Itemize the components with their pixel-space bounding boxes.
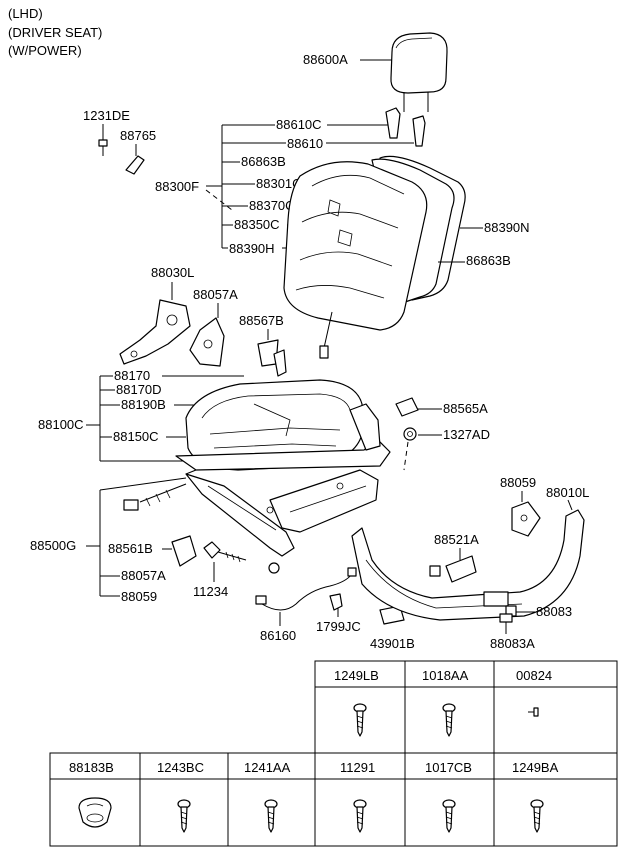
recliner-cover-drawing: [189, 317, 225, 367]
seat-back-drawing: [283, 155, 466, 359]
label-88600a: 88600A: [303, 52, 348, 67]
label-88370c: 88370C: [249, 198, 295, 213]
label-88765: 88765: [120, 128, 156, 143]
label-88500g: 88500G: [30, 538, 76, 553]
label-88170: 88170: [114, 368, 150, 383]
bolt-11234-drawing: [203, 541, 247, 563]
track-cable-drawing: [123, 483, 187, 511]
label-88521a: 88521A: [434, 532, 479, 547]
screw-icon: [530, 799, 544, 833]
label-88083: 88083: [536, 604, 572, 619]
screw-icon: [442, 703, 456, 737]
label-88565a: 88565A: [443, 401, 488, 416]
label-88390n: 88390N: [484, 220, 530, 235]
table-bottom-header-5: 1017CB: [425, 760, 472, 775]
nut-1327ad-drawing: [403, 427, 417, 441]
label-88059-side: 88059: [500, 475, 536, 490]
label-88610c: 88610C: [276, 117, 322, 132]
screw-icon: [353, 703, 367, 737]
table-bottom-header-4: 11291: [340, 760, 375, 775]
table-top-header-1: 1249LB: [334, 668, 379, 683]
label-88059-track: 88059: [121, 589, 157, 604]
label-88100c: 88100C: [38, 417, 84, 432]
table-top-header-3: 00824: [516, 668, 552, 683]
label-88350c: 88350C: [234, 217, 280, 232]
label-88010l: 88010L: [546, 485, 589, 500]
label-1231de: 1231DE: [83, 108, 130, 123]
screw-icon: [353, 799, 367, 833]
recliner-drawing: [119, 299, 191, 365]
bottom-table: [49, 752, 618, 847]
clip-88565a-drawing: [395, 397, 419, 417]
header-power: (W/POWER): [8, 43, 82, 58]
label-88390h: 88390H: [229, 241, 275, 256]
label-88083a: 88083A: [490, 636, 535, 651]
label-88567b: 88567B: [239, 313, 284, 328]
label-88190b: 88190B: [121, 397, 166, 412]
header-driver-seat: (DRIVER SEAT): [8, 25, 102, 40]
label-11234: 11234: [193, 584, 228, 599]
headrest-drawing: [385, 32, 448, 147]
label-88057a-track: 88057A: [121, 568, 166, 583]
label-1799jc: 1799JC: [316, 619, 361, 634]
label-88150c: 88150C: [113, 429, 159, 444]
label-88300f: 88300F: [155, 179, 199, 194]
label-43901b: 43901B: [370, 636, 415, 651]
label-86160: 86160: [260, 628, 296, 643]
harness-86160-drawing: [255, 567, 357, 611]
label-88170d: 88170D: [116, 382, 162, 397]
seat-cushion-drawing: [175, 379, 391, 574]
table-bottom-header-6: 1249BA: [512, 760, 559, 775]
lever-88059-drawing: [511, 501, 541, 537]
table-bottom-header-1: 88183B: [69, 760, 114, 775]
screw-icon: [177, 799, 191, 833]
screw-icon: [264, 799, 278, 833]
label-88561b: 88561B: [108, 541, 153, 556]
clip-icon: [78, 797, 112, 828]
table-top-header-2: 1018AA: [422, 668, 469, 683]
screw-icon: [442, 799, 456, 833]
header-lhd: (LHD): [8, 6, 43, 21]
label-88301c: 88301C: [256, 176, 302, 191]
side-shield-drawing: [351, 509, 585, 621]
switch-88521a-drawing: [429, 555, 477, 583]
label-88610: 88610: [287, 136, 323, 151]
label-86863b-right: 86863B: [466, 253, 511, 268]
label-86863b: 86863B: [241, 154, 286, 169]
label-1327ad: 1327AD: [443, 427, 490, 442]
cover-88765-drawing: [125, 155, 145, 175]
cover-88561b-drawing: [171, 535, 197, 567]
table-bottom-header-2: 1243BC: [157, 760, 204, 775]
label-88057a: 88057A: [193, 287, 238, 302]
pin-icon: [528, 707, 539, 717]
bolt-1231de-drawing: [98, 139, 108, 156]
table-bottom-header-3: 1241AA: [244, 760, 291, 775]
label-88030l: 88030L: [151, 265, 194, 280]
